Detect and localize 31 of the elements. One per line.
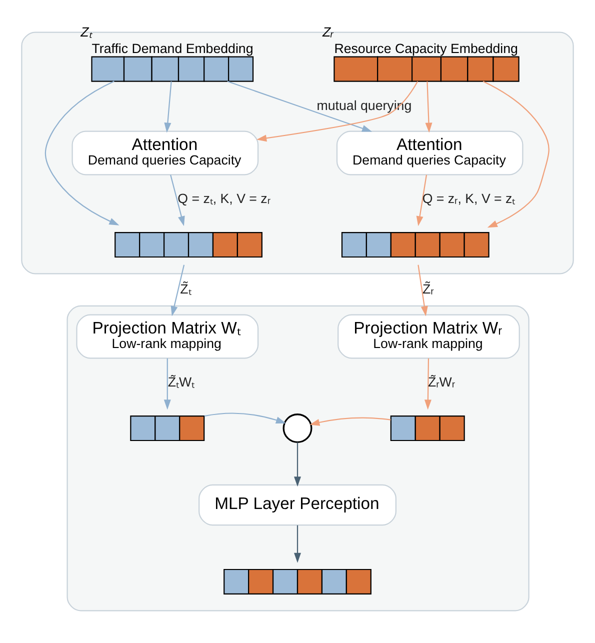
arrow xyxy=(170,174,185,226)
node-label: Resource Capacity Embedding xyxy=(334,41,518,56)
arrow xyxy=(310,417,391,426)
arrow xyxy=(294,442,301,487)
arrow xyxy=(425,81,432,133)
node-label: Zᵣ xyxy=(322,24,334,40)
node-circle xyxy=(282,414,312,443)
arrow xyxy=(164,358,171,410)
arrow xyxy=(227,80,372,132)
edge-label: Z̃ₜWₜ xyxy=(168,374,195,390)
node-label: Zₜ xyxy=(80,24,92,40)
arrow xyxy=(416,174,428,226)
arrow xyxy=(170,264,185,316)
node-box: Projection Matrix Wₜ Low-rank mapping xyxy=(76,314,259,359)
arrow xyxy=(424,358,432,410)
arrow xyxy=(482,80,550,228)
node-box: MLP Layer Perception xyxy=(198,484,396,526)
arrow xyxy=(204,412,286,424)
arrow xyxy=(418,264,428,316)
arrow xyxy=(294,525,301,563)
edge-label: Q = zᵣ, K, V = zₜ xyxy=(422,191,516,206)
edge-label: Z̃ₜ xyxy=(180,281,192,296)
node-box: Projection Matrix Wᵣ Low-rank mapping xyxy=(338,314,520,359)
node-box: Attention Demand queries Capacity xyxy=(336,130,524,176)
node-box: Attention Demand queries Capacity xyxy=(72,130,259,176)
arrow xyxy=(44,80,120,226)
node-label: Traffic Demand Embedding xyxy=(92,41,254,56)
edge-label: Z̃ᵣ xyxy=(422,281,434,296)
edge-label: Q = zₜ, K, V = zᵣ xyxy=(178,191,271,206)
arrow xyxy=(256,81,418,142)
arrow xyxy=(164,81,172,133)
